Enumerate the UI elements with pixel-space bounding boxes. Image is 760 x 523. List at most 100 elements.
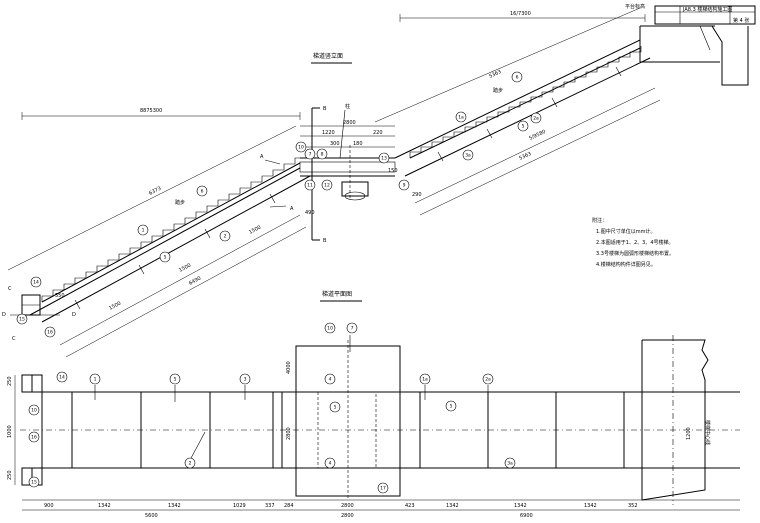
plan-marker-3a: 3a (507, 461, 513, 467)
plan-marker-4b: 4 (329, 461, 332, 467)
plan-dim-3: 1029 (233, 503, 246, 509)
section-a-bottom: A (290, 206, 294, 212)
col-note: 柱 (345, 103, 350, 110)
marker-16: 16 (47, 330, 53, 336)
plan-marker-17: 17 (380, 486, 386, 492)
stair-note-upper: 踏步 (493, 87, 503, 94)
upper-platform (639, 25, 749, 86)
top-dimension: 16/7300 平台标高 (399, 3, 646, 22)
marker-2a: 2a (533, 116, 539, 122)
dim-lower-bottom: 6490 (188, 275, 202, 286)
marker-5: 5 (164, 255, 167, 261)
plan-left-dim-1: 1000 (7, 425, 13, 438)
marker-14: 14 (33, 280, 39, 286)
marker-11: 11 (307, 183, 313, 189)
marker-1: 1 (142, 228, 145, 234)
plan-total-1: 2800 (341, 513, 354, 519)
plan-marker-15: 15 (31, 480, 37, 486)
marker-2: 2 (224, 234, 227, 240)
plan-marker-7: 7 (351, 326, 354, 332)
stair-note-lower: 踏步 (175, 199, 185, 206)
foot-block (10, 294, 60, 316)
plan-marker-16: 16 (31, 435, 37, 441)
plan-left-dim-0: 250 (7, 376, 13, 386)
note-3: 3.3号楼梯为圆弧形楼梯结构布置。 (596, 250, 674, 257)
plan-center-dim-2: 1200 (686, 427, 692, 440)
sheet-label: 第 4 张 (733, 17, 749, 24)
note-4: 4.楼梯结构构件详图另见。 (596, 261, 656, 268)
plan-view: 楼梯中心线 (20, 335, 740, 505)
plan-marker-14: 14 (59, 375, 65, 381)
section-c-top: C (8, 286, 12, 292)
upper-stair-run: 5363 5/9580 5363 踏步 (374, 7, 661, 216)
dim-landing-right: 220 (373, 130, 383, 136)
plan-marker-5r: 5 (450, 404, 453, 410)
marker-13: 13 (381, 156, 387, 162)
plan-dim-9: 1342 (514, 503, 527, 509)
section-cuts: B B A A C C D D (2, 106, 327, 342)
plan-bottom-dims: 900 1342 1342 1029 337 284 2800 423 1342… (22, 499, 740, 519)
plan-marker-1a: 1a (422, 377, 428, 383)
marker-6: 6 (201, 189, 204, 195)
plan-dim-1: 1342 (98, 503, 111, 509)
dim-small-c: 290 (412, 192, 422, 198)
dim-landing-left: 1220 (322, 130, 335, 136)
dim-left-total: 8875300 (140, 108, 162, 114)
dim-upper-slope: 5363 (488, 69, 502, 80)
marker-3a: 3a (465, 153, 471, 159)
plan-marker-4: 4 (329, 377, 332, 383)
plan-marker-5: 5 (174, 377, 177, 383)
dim-stair-b: 1500 (178, 262, 192, 273)
plan-center-dim-0: 4000 (286, 361, 292, 374)
plan-marker-1: 1 (94, 377, 97, 383)
dim-landing-sub: 300 (330, 141, 340, 147)
marker-15: 15 (19, 317, 25, 323)
section-b-top: B (323, 106, 327, 112)
plan-dim-2: 1342 (168, 503, 181, 509)
plan-marker-2a: 2a (485, 377, 491, 383)
dim-upper-low: 5363 (518, 151, 532, 162)
dim-top-total: 16/7300 (510, 11, 531, 17)
plan-marker-10: 10 (31, 408, 37, 414)
marker-1a: 1a (458, 115, 464, 121)
top-right-note: 平台标高 (625, 3, 645, 10)
dim-upper-inner: 5/9580 (528, 129, 546, 142)
dim-small-a: 490 (305, 210, 315, 216)
note-1: 1.图中尺寸单位以mm计。 (596, 228, 656, 235)
section-d-left: D (2, 312, 6, 318)
plan-dim-7: 423 (405, 503, 415, 509)
marker-8: 8 (321, 152, 324, 158)
left-dimension: 8875300 (21, 108, 301, 120)
dim-stair-c: 1500 (248, 224, 262, 235)
title-block-label: JA8.3 楼梯结构施工图 (682, 6, 732, 13)
plan-marker-10c: 10 (327, 326, 333, 332)
note-2: 2.本图适用于1、2、3、4号楼梯。 (596, 239, 674, 246)
dim-lower-slope: 6373 (148, 186, 162, 197)
plan-marker-5c: 5 (334, 405, 337, 411)
marker-7: 7 (309, 152, 312, 158)
plan-dim-0: 900 (44, 503, 54, 509)
landing: 2800 1220 220 300 180 柱 (299, 103, 396, 201)
marker-10: 10 (298, 145, 304, 151)
marker-12: 12 (324, 183, 330, 189)
dim-landing: 2800 (343, 120, 356, 126)
plan-dim-5: 284 (284, 503, 294, 509)
dim-stair-a: 1500 (108, 300, 122, 311)
plan-total-2: 6900 (520, 513, 533, 519)
dim-small-e: 550 (55, 293, 65, 299)
plan-markers: 14 10 16 15 1 5 3 2 10 7 4 5 4 17 1a 2a … (28, 322, 516, 494)
plan-left-dims: 250 1000 250 4000 2800 1200 (7, 361, 692, 485)
marker-6u: 6 (516, 75, 519, 81)
plan-marker-3: 3 (244, 377, 247, 383)
plan-right-label: 楼梯中心线 (704, 420, 711, 445)
dim-landing-sub2: 180 (353, 141, 363, 147)
plan-dim-8: 1342 (446, 503, 459, 509)
plan-marker-2: 2 (189, 461, 192, 467)
notes-heading: 附注： (592, 217, 607, 224)
plan-title: 梯道平面图 (322, 290, 352, 298)
elevation-title: 梯道竖立面 (313, 52, 343, 60)
marker-5u: 5 (522, 124, 525, 130)
section-b-bottom: B (323, 238, 327, 244)
plan-left-dim-2: 250 (7, 470, 13, 480)
